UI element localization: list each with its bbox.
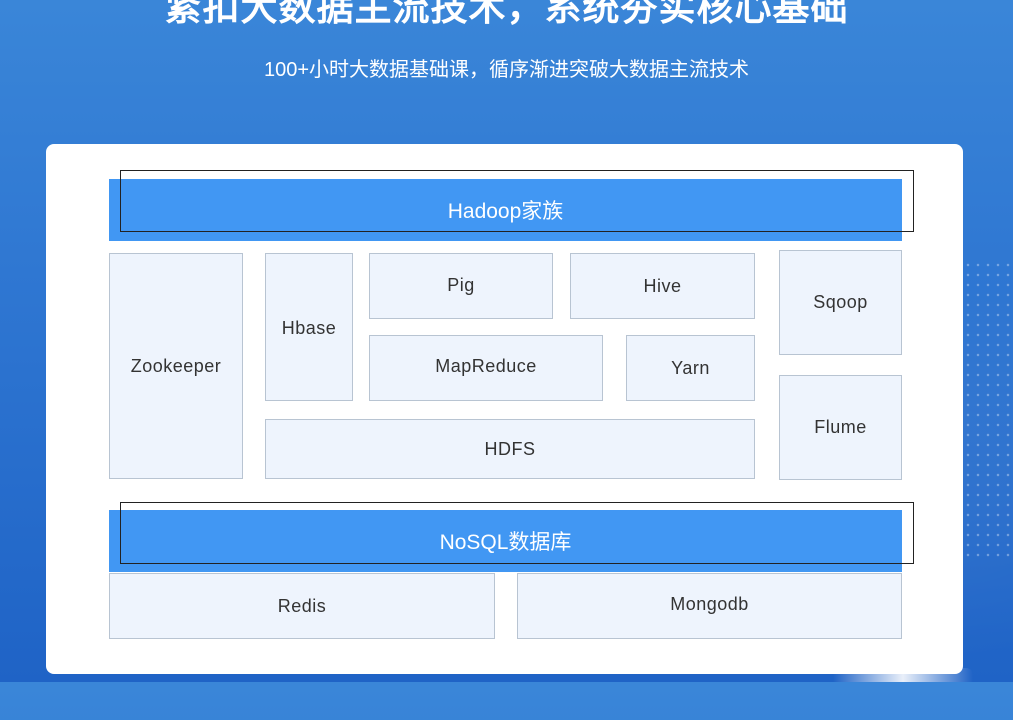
- page-subtitle: 100+小时大数据基础课，循序渐进突破大数据主流技术: [263, 59, 750, 81]
- nosql-band: NoSQL数据库: [109, 510, 902, 572]
- tech-stack-card: Hadoop家族 Zookeeper Hbase Pig Hive Sqoop …: [46, 144, 963, 674]
- redis-box: Redis: [109, 573, 495, 639]
- background-dot-pattern: [953, 260, 1013, 560]
- hive-box: Hive: [570, 253, 755, 319]
- mongodb-box: Mongodb: [517, 573, 902, 639]
- hadoop-family-band: Hadoop家族: [109, 179, 902, 241]
- bottom-decoration: [833, 668, 973, 682]
- pig-box: Pig: [369, 253, 553, 319]
- yarn-box: Yarn: [626, 335, 755, 401]
- page-title: 紧扣大数据主流技术，系统夯实核心基础: [164, 0, 849, 28]
- hbase-box: Hbase: [265, 253, 353, 401]
- mapreduce-box: MapReduce: [369, 335, 603, 401]
- flume-box: Flume: [779, 375, 902, 480]
- sqoop-box: Sqoop: [779, 250, 902, 355]
- hdfs-box: HDFS: [265, 419, 755, 479]
- zookeeper-box: Zookeeper: [109, 253, 243, 479]
